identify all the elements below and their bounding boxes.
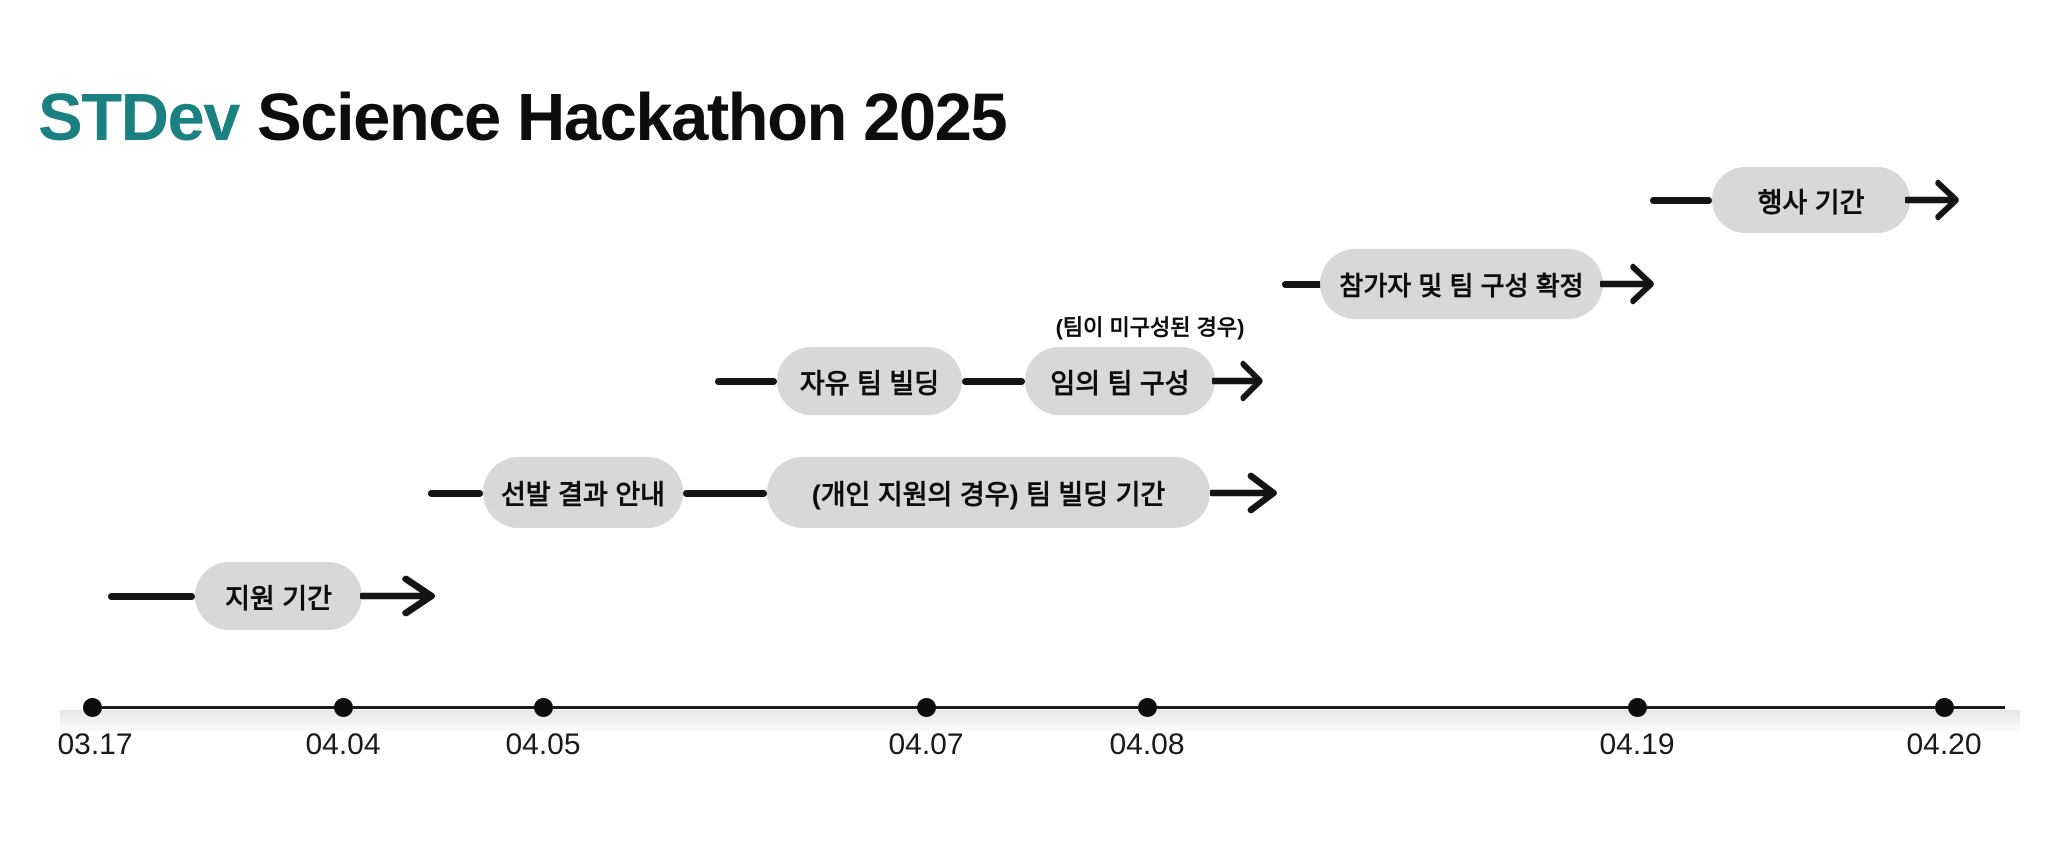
axis-date-label: 04.20	[1906, 728, 1982, 761]
axis-date-label: 04.19	[1599, 728, 1675, 761]
brand-name: STDev	[38, 79, 241, 155]
phase-pill-event-period: 행사 기간	[1712, 167, 1910, 233]
axis-date-label: 04.07	[888, 728, 964, 761]
phase-pill-selection-results: 선발 결과 안내	[483, 457, 683, 528]
arrow-right-icon	[360, 575, 436, 617]
phase-note: (팀이 미구성된 경우)	[1055, 315, 1245, 340]
axis-date-label: 04.04	[305, 728, 381, 761]
phase-connector-line	[962, 378, 1025, 385]
axis-dot	[83, 698, 102, 717]
arrow-right-icon	[1600, 263, 1654, 305]
arrow-right-icon	[1905, 179, 1959, 221]
axis-dot	[534, 698, 553, 717]
phase-connector-line	[683, 490, 767, 497]
phase-pill-free-team-building: 자유 팀 빌딩	[777, 347, 962, 415]
axis-dot	[1935, 698, 1954, 717]
phase-pill-random-team-formation: 임의 팀 구성	[1025, 347, 1215, 415]
phase-pill-confirmation: 참가자 및 팀 구성 확정	[1320, 249, 1603, 319]
phase-connector-line	[715, 378, 777, 385]
axis-dot	[1138, 698, 1157, 717]
title-rest: Science Hackathon 2025	[257, 79, 1008, 155]
phase-pill-application-period: 지원 기간	[195, 562, 362, 630]
axis-date-label: 03.17	[57, 728, 133, 761]
axis-date-label: 04.05	[505, 728, 581, 761]
axis-dot	[1628, 698, 1647, 717]
phase-connector-line	[108, 593, 195, 600]
phase-pill-label: 선발 결과 안내	[500, 480, 666, 510]
axis-shadow	[60, 710, 2020, 734]
axis-date-label: 04.08	[1109, 728, 1185, 761]
phase-pill-label: 참가자 및 팀 구성 확정	[1339, 270, 1584, 301]
arrow-right-icon	[1210, 472, 1277, 514]
phase-connector-line	[1650, 197, 1712, 204]
phase-pill-label: 임의 팀 구성	[1050, 368, 1190, 399]
timeline-axis	[92, 706, 2005, 709]
axis-dot	[334, 698, 353, 717]
phase-pill-label: 지원 기간	[225, 583, 332, 614]
phase-connector-line	[428, 490, 483, 497]
arrow-right-icon	[1212, 360, 1263, 402]
phase-connector-line	[1282, 281, 1332, 288]
phase-pill-label: 행사 기간	[1757, 187, 1865, 218]
phase-pill-label: 자유 팀 빌딩	[799, 368, 940, 399]
axis-dot	[917, 698, 936, 717]
phase-pill-label: (개인 지원의 경우) 팀 빌딩 기간	[811, 480, 1166, 510]
phase-pill-team-building-period: (개인 지원의 경우) 팀 빌딩 기간	[767, 457, 1210, 528]
